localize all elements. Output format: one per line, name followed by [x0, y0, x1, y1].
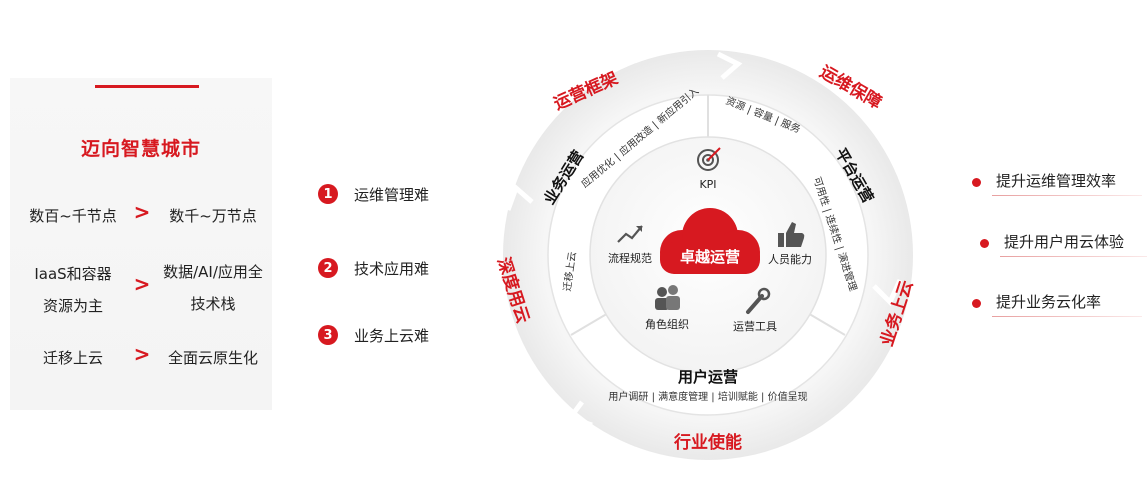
outer-label-enablement: 行业使能	[673, 432, 742, 453]
benefit-label: 提升业务云化率	[996, 293, 1102, 311]
transition-from: 数百~千节点	[29, 207, 117, 225]
transition-row: 迁移上云 > 全面云原生化	[14, 342, 272, 412]
transition-row: IaaS和容器 资源为主 > 数据/AI/应用全 技术栈	[14, 260, 272, 330]
benefit-label: 提升运维管理效率	[996, 172, 1117, 190]
chevron-right-icon: >	[133, 200, 151, 224]
trend-arrow-icon	[617, 225, 643, 243]
benefit-item: 提升运维管理效率	[972, 170, 1142, 196]
left-panel	[10, 78, 272, 410]
chevron-right-icon: >	[133, 272, 151, 296]
transition-from: 迁移上云	[42, 349, 103, 367]
ring-chevron	[505, 183, 534, 211]
segment-title-user: 用户运营	[678, 368, 738, 386]
wrench-icon	[746, 287, 771, 314]
transition-to: 技术栈	[190, 295, 236, 313]
transition-to: 数千~万节点	[169, 207, 257, 225]
challenge-item: 2 技术应用难	[318, 255, 429, 281]
transition-row: 数百~千节点 > 数千~万节点	[14, 198, 272, 268]
number-badge: 2	[318, 258, 338, 278]
center-label-tools: 运营工具	[733, 319, 777, 333]
transition-to: 全面云原生化	[167, 349, 258, 367]
center-core-label: 卓越运营	[680, 248, 740, 266]
benefit-underline	[1000, 256, 1147, 257]
ring-chevron	[716, 51, 743, 80]
segment-sub-user: 用户调研 | 满意度管理 | 培训赋能 | 价值呈现	[608, 390, 807, 403]
left-panel-title: 迈向智慧城市	[80, 138, 201, 160]
benefit-underline	[992, 316, 1142, 317]
chevron-right-icon: >	[133, 342, 151, 366]
bullet-dot-icon	[972, 178, 981, 187]
people-icon	[655, 285, 680, 310]
challenge-label: 技术应用难	[354, 259, 430, 278]
transition-from: IaaS和容器	[34, 265, 112, 283]
number-badge: 1	[318, 184, 338, 204]
center-label-people: 人员能力	[768, 252, 812, 266]
segment-divider	[570, 311, 611, 336]
title-accent-bar	[95, 85, 199, 88]
benefit-item: 提升业务云化率	[972, 291, 1142, 317]
number-badge: 3	[318, 325, 338, 345]
bullet-dot-icon	[980, 239, 989, 248]
challenge-label: 运维管理难	[354, 185, 430, 204]
challenge-item: 3 业务上云难	[318, 322, 429, 348]
cloud-icon	[660, 208, 760, 274]
transition-from: 资源为主	[42, 297, 103, 315]
ring-chevron	[565, 400, 593, 428]
center-label-roles: 角色组织	[645, 317, 689, 331]
segment-divider	[805, 311, 846, 336]
challenge-label: 业务上云难	[354, 326, 430, 345]
benefit-item: 提升用户用云体验	[980, 231, 1147, 257]
benefit-underline	[992, 195, 1142, 196]
thumbs-up-icon	[778, 222, 805, 247]
center-label-process: 流程规范	[608, 251, 652, 265]
ring-chevron	[872, 278, 903, 307]
transition-to: 数据/AI/应用全	[163, 263, 263, 281]
challenge-item: 1 运维管理难	[318, 181, 429, 207]
target-icon	[697, 147, 721, 171]
operations-wheel: 运营框架 运维保障 业务上云 行业使能 深度用云 业务运营 应用优化 | 应用改…	[493, 50, 917, 460]
benefit-label: 提升用户用云体验	[1004, 233, 1125, 251]
bullet-dot-icon	[972, 299, 981, 308]
center-label-kpi: KPI	[699, 178, 716, 191]
